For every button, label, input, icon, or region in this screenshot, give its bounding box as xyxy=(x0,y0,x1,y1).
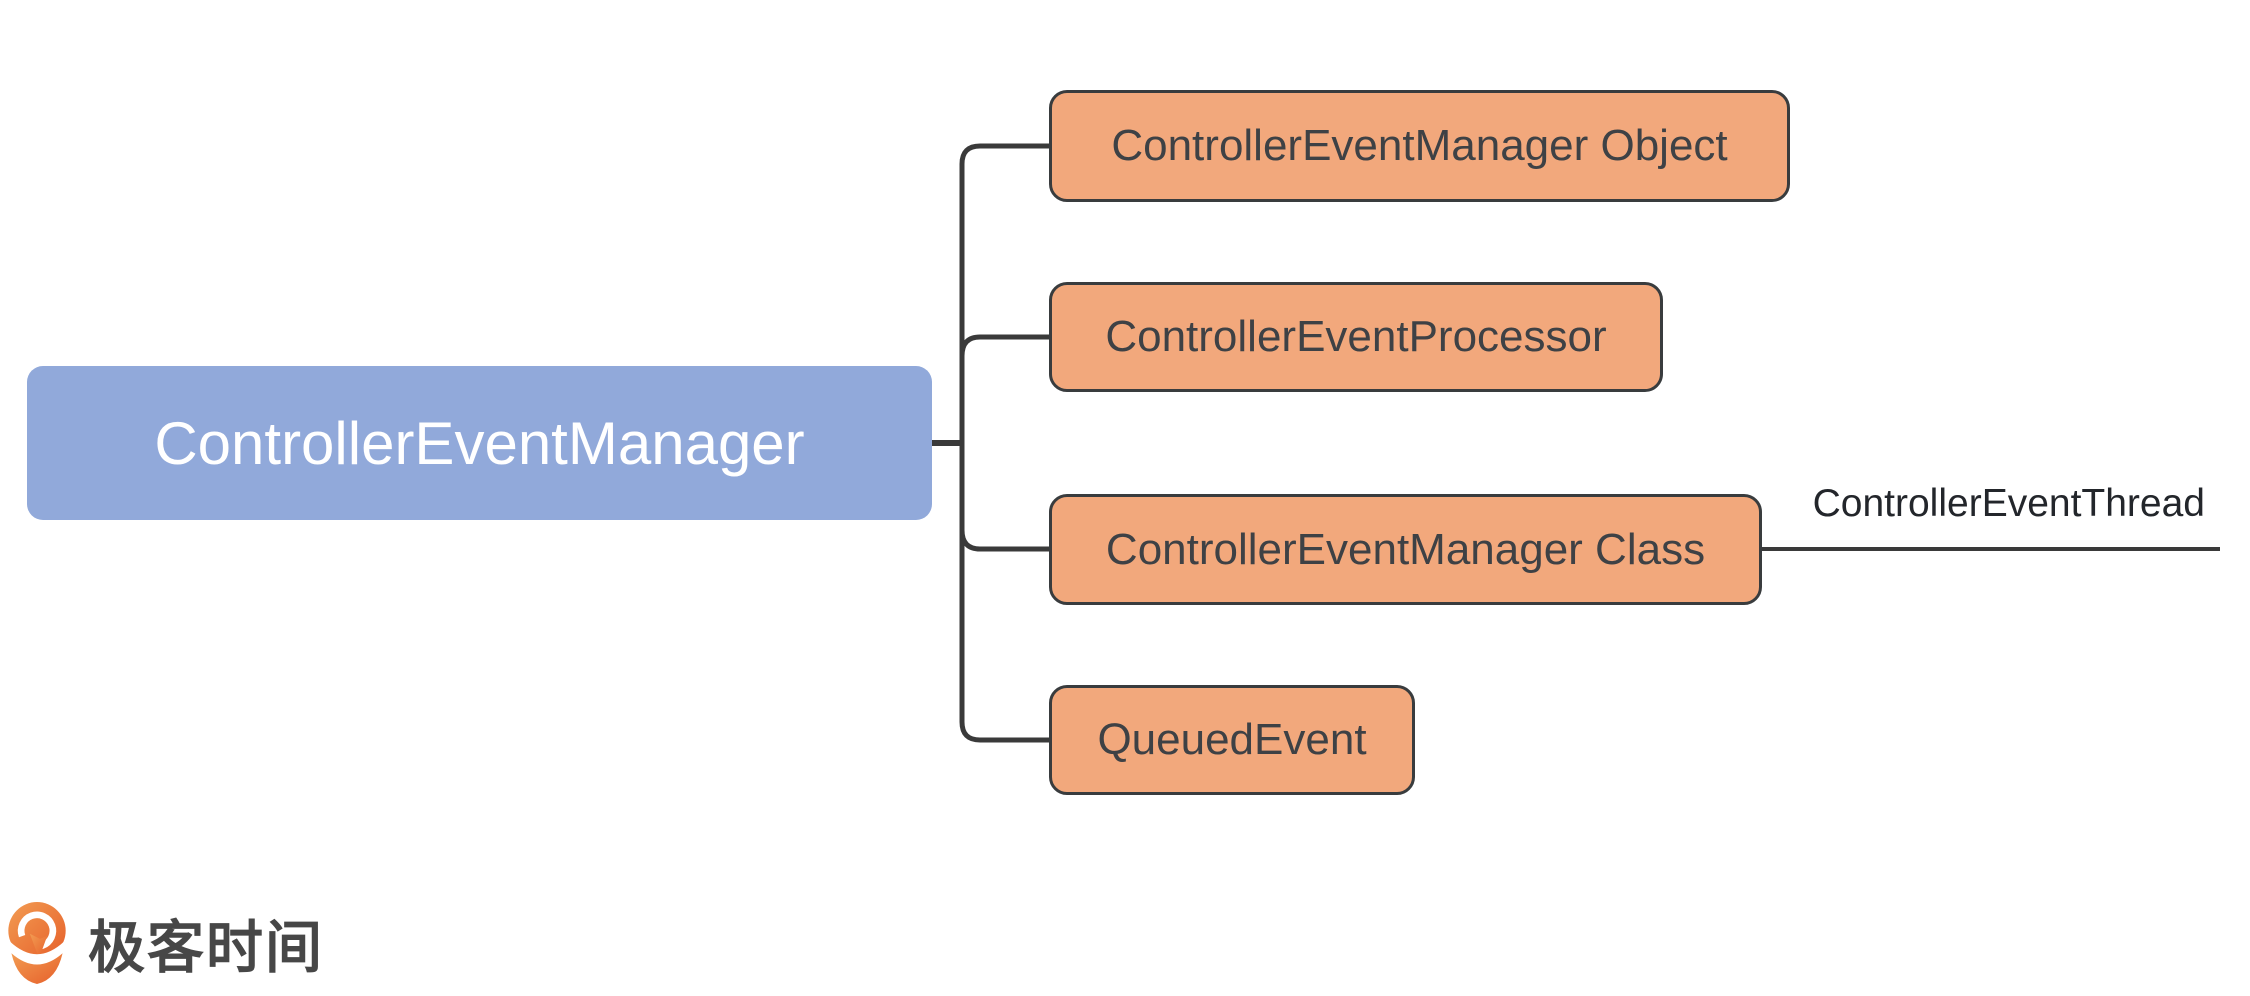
trunk-line xyxy=(959,143,1052,743)
geektime-logo-icon xyxy=(6,902,68,984)
leaf-node-label: ControllerEventThread xyxy=(1812,482,2205,525)
child-node-controller-event-processor[interactable]: ControllerEventProcessor xyxy=(1049,282,1663,392)
child-node-queued-event[interactable]: QueuedEvent xyxy=(1049,685,1415,795)
root-node-controller-event-manager[interactable]: ControllerEventManager xyxy=(27,366,932,520)
geektime-logo: 极客时间 xyxy=(6,900,324,986)
child-node-controller-event-manager-class[interactable]: ControllerEventManager Class xyxy=(1049,494,1762,605)
branch-line-2 xyxy=(959,334,1052,357)
logo-disc xyxy=(8,902,66,960)
child-node-controller-event-manager-object[interactable]: ControllerEventManager Object xyxy=(1049,90,1790,202)
leaf-node-controller-event-thread[interactable]: ControllerEventThread xyxy=(1780,484,2205,524)
geektime-logo-text: 极客时间 xyxy=(88,916,324,980)
root-node-label: ControllerEventManager xyxy=(154,409,805,477)
child-node-label: ControllerEventManager Class xyxy=(1105,524,1706,574)
logo-swoosh xyxy=(11,953,63,984)
logo-slit xyxy=(6,941,68,962)
logo-needle xyxy=(29,933,48,959)
child-node-label: ControllerEventManager Object xyxy=(1111,121,1728,170)
child-node-label: ControllerEventProcessor xyxy=(1105,312,1607,361)
branch-line-3 xyxy=(959,529,1052,552)
child-node-label: QueuedEvent xyxy=(1097,715,1367,764)
